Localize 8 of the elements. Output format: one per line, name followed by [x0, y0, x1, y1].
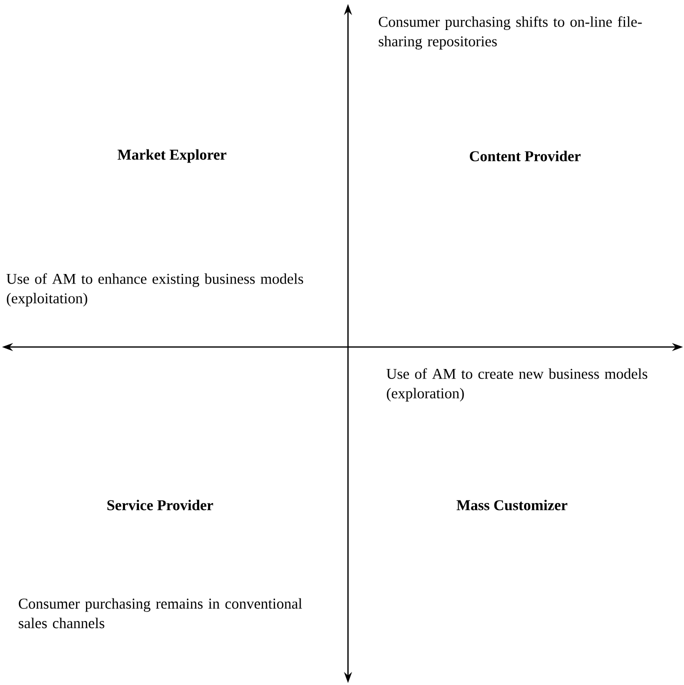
axis-label: Use of AM to enhance existing business models (exploitation) [6, 273, 304, 306]
quadrant-title: Market Explorer [118, 149, 226, 163]
axis-label: Consumer purchasing shifts to on-line file-sharing repositories [378, 16, 642, 50]
axis-label: Consumer purchasing remains in conventional sales channels [18, 598, 302, 628]
quadrant-title: Content Provider [470, 150, 581, 162]
quadrant-title: Service Provider [107, 500, 214, 510]
quadrant-title: Mass Customizer [456, 500, 568, 510]
axis-label: Use of AM to create new business models (exploration) [386, 368, 648, 402]
